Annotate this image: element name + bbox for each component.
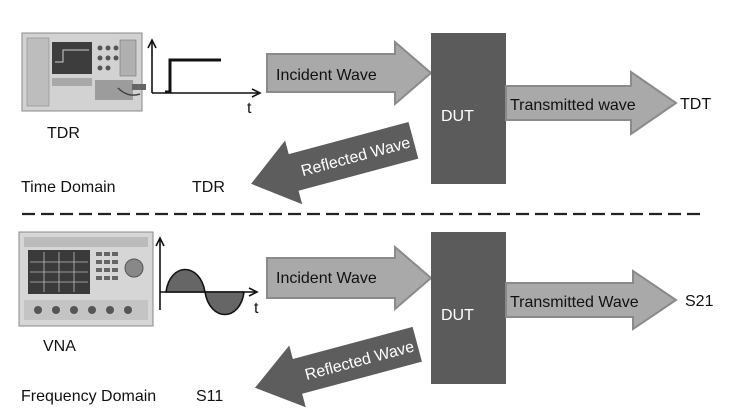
transmitted-wave-label: Transmitted wave [510,97,636,114]
dut-label: DUT [441,108,474,125]
dut-label-bottom: DUT [441,307,474,324]
transmitted-wave-arrow-bottom [505,269,678,331]
tdr-instrument-label: TDR [47,125,80,142]
incident-wave-arrow-bottom [266,244,433,312]
time-axis-label-bottom: t [254,300,259,317]
incident-wave-label: Incident Wave [276,67,377,84]
s11-result-label: S11 [196,388,223,405]
s21-result-label: S21 [685,293,714,310]
reflected-wave-arrow-bottom: Reflected Wave [254,326,422,408]
dut-block [431,33,506,184]
time-axis-label: t [247,100,252,117]
incident-wave-label-bottom: Incident Wave [276,270,377,287]
time-domain-label: Time Domain [21,179,116,196]
vna-instrument-image [18,231,154,327]
frequency-domain-label: Frequency Domain [21,388,156,405]
sine-waveform-plot [155,236,259,316]
tdr-instrument-image [21,32,146,112]
vna-instrument-label: VNA [43,338,76,355]
incident-wave-arrow [266,39,433,107]
tdt-result-label: TDT [680,96,711,113]
tdr-result-label: TDR [192,179,225,196]
transmitted-wave-arrow [505,70,678,136]
reflected-wave-arrow: Reflected Wave [251,121,419,205]
dut-block-bottom [431,232,506,384]
transmitted-wave-label-bottom: Transmitted Wave [510,294,639,311]
step-waveform-plot [147,38,262,98]
